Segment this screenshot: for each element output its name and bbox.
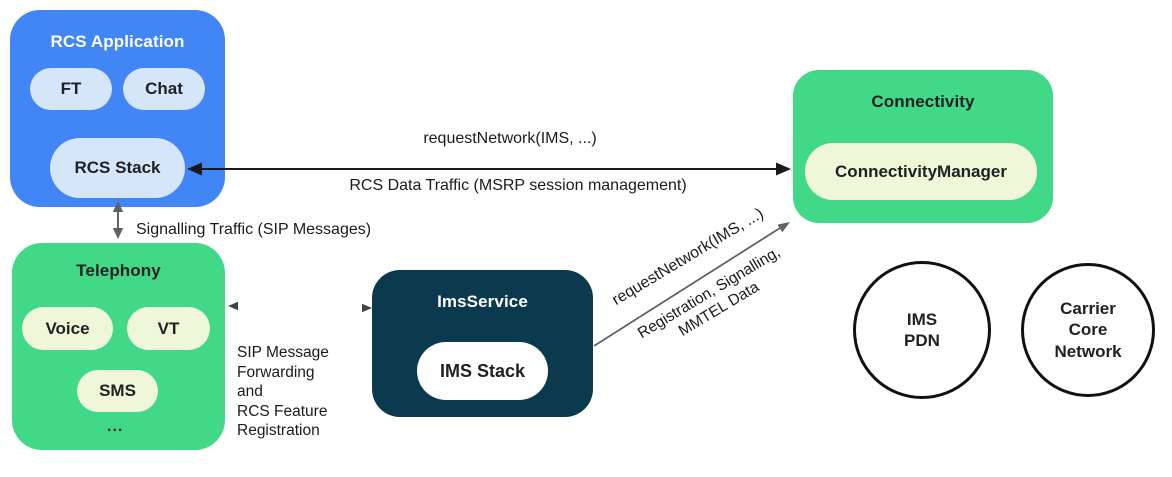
rcs-application-title: RCS Application: [50, 32, 185, 51]
rcs-stack-pill: RCS Stack: [50, 138, 185, 198]
telephony-ellipsis: ...: [107, 418, 124, 435]
signalling-traffic-label: Signalling Traffic (SIP Messages): [136, 221, 372, 238]
chat-pill: Chat: [123, 68, 205, 110]
telephony-title: Telephony: [76, 261, 161, 280]
ims-stack-pill: IMS Stack: [417, 342, 548, 400]
ft-pill: FT: [30, 68, 112, 110]
rcs-application-box: RCS Application FT Chat RCS Stack: [10, 10, 225, 207]
telephony-imsservice-arrowheads: [228, 301, 372, 313]
carrier-core-network-circle: Carrier Core Network: [1021, 263, 1155, 397]
voice-pill: Voice: [22, 307, 113, 350]
rcs-connectivity-arrow: [187, 162, 791, 176]
sip-forwarding-label: SIP Message Forwarding and RCS Feature R…: [237, 344, 329, 439]
ims-service-title: ImsService: [437, 292, 528, 311]
connectivity-manager-pill: ConnectivityManager: [805, 143, 1037, 200]
vt-pill: VT: [127, 307, 210, 350]
connectivity-title: Connectivity: [871, 92, 975, 111]
ims-pdn-circle: IMS PDN: [853, 261, 991, 399]
connectivity-box: Connectivity ConnectivityManager: [793, 70, 1053, 223]
registration-signalling-label: Registration, Signalling, MMTEL Data: [634, 243, 784, 343]
telephony-box: Telephony Voice VT SMS ...: [12, 243, 225, 450]
sms-pill: SMS: [77, 370, 158, 412]
request-network-top-label: requestNetwork(IMS, ...): [423, 130, 597, 147]
ims-service-box: ImsService IMS Stack: [372, 270, 593, 417]
rcs-data-traffic-label: RCS Data Traffic (MSRP session managemen…: [349, 177, 687, 194]
